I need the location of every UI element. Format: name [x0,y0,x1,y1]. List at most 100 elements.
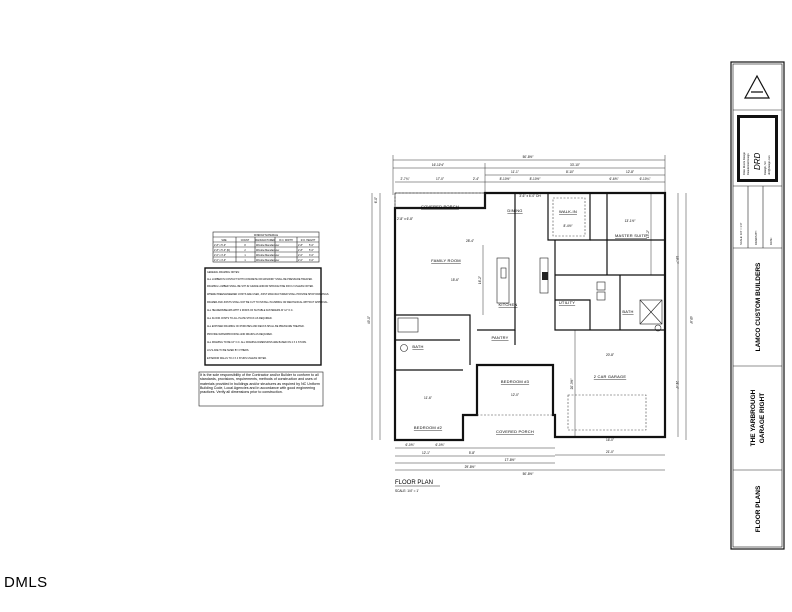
plan-name: GARAGE RIGHT [759,393,766,444]
dim: 20'-8" [606,353,614,357]
dim-overall-bottom: 50'-8½" [523,472,534,476]
dim: 29'-8½" [465,465,476,469]
room-label: PANTRY [491,335,508,340]
dim-garage-height: 20'-3½" [570,379,574,390]
dim: 21'-0" [606,450,614,454]
room-label: 2 CAR GARAGE [594,374,627,379]
schedule-header: R.O. WIDTH [279,239,293,242]
builder-name: LAMCO CUSTOM BUILDERS [755,262,762,351]
dim: 6'-6⅝" [609,177,618,181]
dim: 21'-4" [675,381,679,389]
dim: 13'-1½" [625,219,636,223]
svg-text:3'-0": 3'-0" [309,259,314,262]
dim-master-height: 15'-2" [646,230,650,238]
svg-text:2'-8" x 5'-0" (D): 2'-8" x 5'-0" (D) [214,249,230,252]
svg-text:5'-0": 5'-0" [309,249,314,252]
svg-text:Raleigh, NC: Raleigh, NC [763,161,767,175]
svg-text:ALL FRAMING TO BE 16" O.C. ALL: ALL FRAMING TO BE 16" O.C. ALL FRAMING D… [207,341,307,344]
dim: 16'-11½" [432,163,444,167]
responsibility-note: It is the sole responsibility of the Con… [198,371,324,407]
designer-logo: DRD [753,152,762,170]
watermark: DMLS [4,574,48,591]
svg-text:Window Manufacturer: Window Manufacturer [256,249,279,252]
room-label: BATH [412,344,423,349]
drawn-by-label: DRAWN BY: [754,230,758,245]
svg-text:2: 2 [244,249,246,252]
dim: 16'-0" [606,438,614,442]
floor-plan: 50'-8½" 16'-11½" 33'-10" 2'-7¾" 17'-0" 2… [367,155,693,493]
dim: 28'-4" [466,239,474,243]
dim: 11'-1" [511,170,519,174]
schedule-header: SIZE [221,239,227,242]
svg-text:1: 1 [244,254,246,257]
room-label: WALK-IN [559,209,577,214]
room-label: UTILITY [559,300,575,305]
svg-text:ALL LUMBER IN CONTACT WITH CON: ALL LUMBER IN CONTACT WITH CONCRETE OR M… [207,278,313,281]
room-label: FAMILY ROOM [431,258,461,263]
svg-text:2'-8": 2'-8" [298,244,303,247]
svg-text:2'-0": 2'-0" [298,259,303,262]
framing-notes: GENERAL FRAMING NOTES: ALL LUMBER IN CON… [204,267,329,366]
svg-text:PROVIDE WATERPROOFING AND DRAI: PROVIDE WATERPROOFING AND DRAINS AS REQU… [207,333,273,336]
title-block: DRD Drew Rivers Design Residential Desig… [730,61,785,550]
room-label: COVERED PORCH [496,429,534,434]
dim: 2'-8" x 6'-8" [397,217,413,221]
svg-text:2'-8" x 5'-0": 2'-8" x 5'-0" [214,244,226,247]
room-label: COVERED PORCH [421,204,459,209]
dim: 6'-10¼" [640,177,651,181]
svg-text:FRAMER AND JOISTS SHALL NOT BE: FRAMER AND JOISTS SHALL NOT BE CUT TO IN… [207,301,329,304]
room-label: BATH [622,309,633,314]
dim: 12'-1" [422,451,430,455]
date-label: DATE: [769,237,773,245]
svg-text:EXTERIOR WALLS TO 2 X 4 STUDS: EXTERIOR WALLS TO 2 X 4 STUDS UNLESS NOT… [207,357,267,360]
plan-scale: SCALE: 1/4" = 1' [395,489,419,493]
room-label: KITCHEN [499,302,518,307]
window-schedule: WINDOW SCHEDULE SIZE COUNT MANUFACTURER … [212,231,320,263]
dim: 17'-0" [436,177,444,181]
svg-text:1: 1 [244,259,246,262]
dim: 8'-10½" [500,177,511,181]
dim: 33'-10" [570,163,580,167]
dim: 15'-6" [451,278,459,282]
svg-text:ALL HEADERS/BEAMS WITH 2 ROWS: ALL HEADERS/BEAMS WITH 2 ROWS OF SUITABL… [207,309,294,312]
dim: 11'-6" [424,396,432,400]
dim: 17'-8½" [505,458,516,462]
dim: 3'-6" x 6'-0" DH [519,194,541,198]
dim: 2'-4" [473,177,479,181]
sheet-title: FLOOR PLANS [755,485,762,532]
dim: 6'-0⅝" [405,443,414,447]
svg-text:2'-8": 2'-8" [298,249,303,252]
svg-text:ALL FLOOR JOISTS TO ALL PLATE: ALL FLOOR JOISTS TO ALL PLATE STOCK AS R… [207,317,273,320]
svg-text:LVL'S ARE TO BE SIZED BY OTHER: LVL'S ARE TO BE SIZED BY OTHERS. [207,349,249,352]
schedule-header: R.O. HEIGHT [301,239,316,242]
dim: 6'-0" [374,197,378,203]
dim: 8'-10½" [530,177,541,181]
dim-family-height: 16'-2" [478,276,482,284]
dim: 8'-4½" [563,224,572,228]
svg-text:8: 8 [244,244,246,247]
room-label: MASTER SUITE [615,233,647,238]
svg-text:GENERAL FRAMING NOTES:: GENERAL FRAMING NOTES: [207,271,240,274]
dim: 5'-8" [469,451,475,455]
dim: 49'-8" [689,316,693,324]
dim: 12'-8" [626,170,634,174]
dim: 19'-7" [675,256,679,264]
svg-text:2'-0": 2'-0" [298,254,303,257]
svg-text:Residential Design: Residential Design [746,153,750,175]
svg-text:Window Manufacturer: Window Manufacturer [256,259,279,262]
schedule-header: COUNT [241,239,250,242]
dim-overall-top: 50'-8½" [523,155,534,159]
svg-text:ALL EXPOSED FRAMING ON PORCHES: ALL EXPOSED FRAMING ON PORCHES AND DECKS… [207,325,305,328]
schedule-row: 2'-8" x 5'-0" (D) 2 Window Manufacturer 2'-… [214,249,314,252]
room-label: BEDROOM #2 [414,425,443,430]
room-label: DINING [507,208,522,213]
dim: 8'-10" [566,170,574,174]
dim: 49'-0" [367,316,371,324]
water-heater-icon [654,324,662,332]
svg-text:5'-0": 5'-0" [309,244,314,247]
svg-text:drd@design.com: drd@design.com [767,155,771,175]
